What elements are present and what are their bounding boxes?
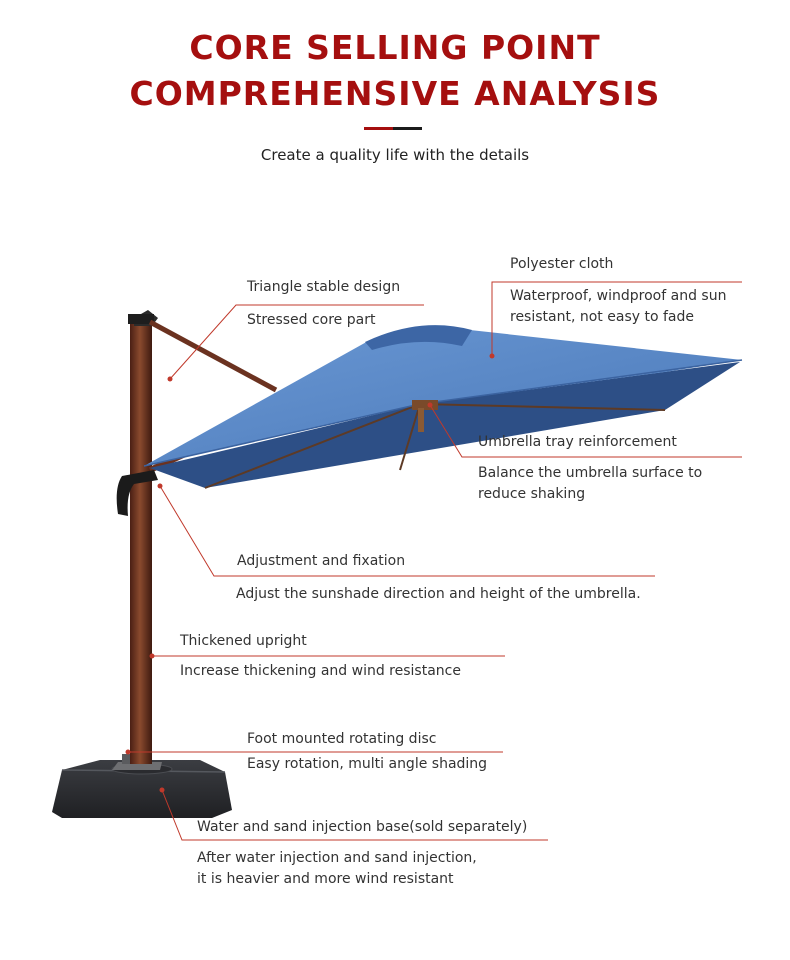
callout-lines xyxy=(128,281,742,841)
title-underline xyxy=(364,127,422,130)
callout-desc-upright: Increase thickening and wind resistance xyxy=(180,663,461,679)
triangle-strut xyxy=(148,319,278,393)
upright-pole xyxy=(128,310,158,764)
page-subtitle: Create a quality life with the details xyxy=(260,146,530,164)
page-title-line-1: CORE SELLING POINT xyxy=(189,28,601,67)
callout-desc-triangle: Stressed core part xyxy=(247,312,376,328)
callout-desc-adjustment: Adjust the sunshade direction and height… xyxy=(236,586,641,602)
adjustment-handle xyxy=(116,470,158,516)
umbrella-tray xyxy=(412,400,438,432)
callout-title-base: Water and sand injection base(sold separ… xyxy=(197,819,528,835)
callout-desc-tray: Balance the umbrella surface to reduce s… xyxy=(478,465,703,502)
page-title-line-2: COMPREHENSIVE ANALYSIS xyxy=(129,74,661,113)
callout-desc-base-line-2: it is heavier and more wind resistant xyxy=(197,871,454,887)
callout-title-tray: Umbrella tray reinforcement xyxy=(478,434,677,450)
callout-title-disc: Foot mounted rotating disc xyxy=(247,731,437,747)
callout-title-upright: Thickened upright xyxy=(180,633,307,649)
callout-desc-base-line-1: After water injection and sand injection… xyxy=(197,850,477,866)
callout-dots xyxy=(125,353,495,793)
callout-title-triangle: Triangle stable design xyxy=(247,279,401,295)
callout-title-cloth: Polyester cloth xyxy=(510,256,614,272)
callout-desc-disc: Easy rotation, multi angle shading xyxy=(247,756,488,772)
callout-desc-cloth: Waterproof, windproof and sun resistant,… xyxy=(510,288,727,325)
callout-title-adjustment: Adjustment and fixation xyxy=(237,553,406,569)
